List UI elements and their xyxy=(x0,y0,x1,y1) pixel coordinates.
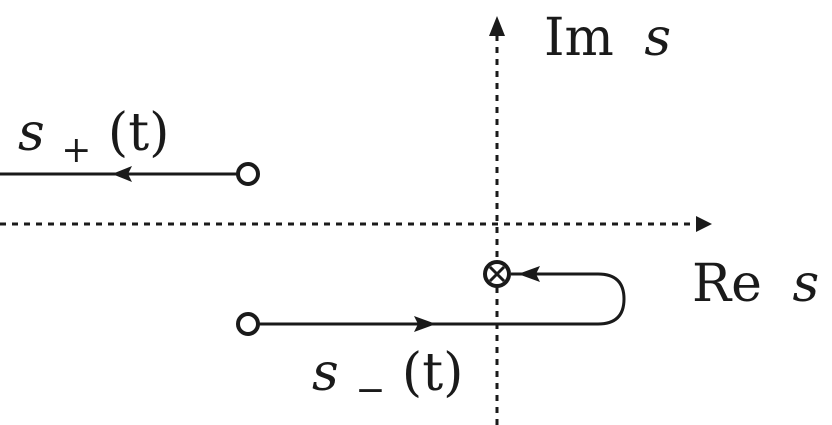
real-axis-arrow-icon xyxy=(696,216,712,232)
s-minus-direction-arrow-icon xyxy=(414,316,436,332)
s-minus-path xyxy=(258,272,626,326)
singularity-marker-icon xyxy=(483,260,511,288)
s-minus-label: s − (t) xyxy=(312,343,463,415)
s-plus-start-point xyxy=(236,162,260,186)
s-plus-direction-arrow-icon xyxy=(112,166,132,182)
real-axis-label: Re s xyxy=(692,254,819,314)
s-plus-label: s + (t) xyxy=(18,103,169,175)
imaginary-axis-arrow-icon xyxy=(489,16,505,36)
imaginary-axis-label: Im s xyxy=(544,8,671,68)
s-minus-start-point xyxy=(236,312,260,336)
s-minus-return-arrow-icon xyxy=(518,266,540,282)
